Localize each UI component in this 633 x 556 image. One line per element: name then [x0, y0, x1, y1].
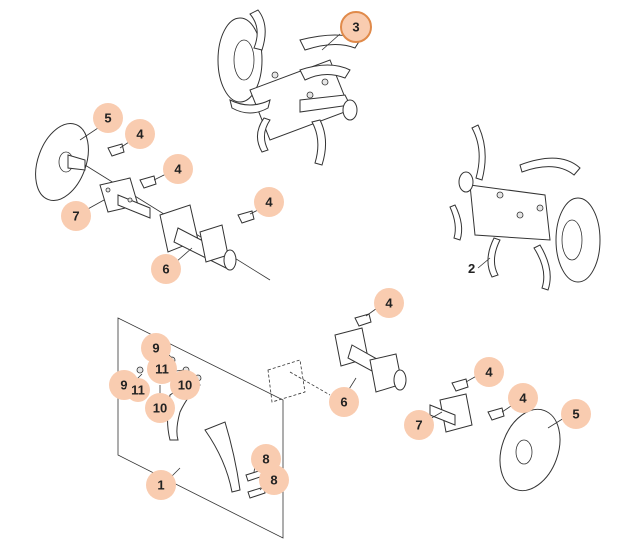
hub-ghost	[267, 359, 331, 403]
disc-right	[499, 408, 561, 492]
svg-text:10: 10	[153, 401, 167, 416]
clip-4b	[139, 175, 157, 189]
svg-text:1: 1	[157, 478, 164, 493]
svg-text:4: 4	[265, 195, 273, 210]
tine-assembly-top	[217, 9, 361, 166]
svg-text:4: 4	[385, 296, 393, 311]
callout-6-right[interactable]: 6	[329, 387, 359, 417]
clip-4f	[487, 407, 505, 421]
callout-5-left[interactable]: 5	[93, 103, 123, 133]
svg-text:8: 8	[270, 473, 277, 488]
callout-4-d[interactable]: 4	[374, 288, 404, 318]
callout-4-a[interactable]: 4	[125, 119, 155, 149]
callout-10-right[interactable]: 10	[170, 370, 200, 400]
disc-left	[35, 123, 89, 201]
svg-text:11: 11	[155, 362, 169, 377]
callout-7-left[interactable]: 7	[61, 201, 91, 231]
callout-3[interactable]: 3	[340, 11, 372, 43]
svg-text:2: 2	[468, 261, 475, 276]
svg-text:9: 9	[120, 378, 127, 393]
callout-6-left[interactable]: 6	[151, 254, 181, 284]
shaft-left	[159, 204, 237, 271]
shaft-right	[334, 327, 407, 393]
svg-text:5: 5	[104, 111, 111, 126]
svg-text:7: 7	[415, 418, 422, 433]
svg-text:7: 7	[72, 209, 79, 224]
svg-text:4: 4	[485, 365, 493, 380]
callout-4-e[interactable]: 4	[474, 357, 504, 387]
clip-4a	[107, 143, 125, 157]
svg-text:6: 6	[340, 395, 347, 410]
tine-assembly-right	[449, 124, 601, 291]
label-2: 2	[468, 261, 475, 276]
callout-11-upper[interactable]: 11	[147, 354, 177, 384]
callout-7-right[interactable]: 7	[404, 410, 434, 440]
svg-text:11: 11	[131, 383, 145, 398]
callout-4-c[interactable]: 4	[254, 187, 284, 217]
svg-text:8: 8	[262, 452, 269, 467]
svg-text:4: 4	[174, 162, 182, 177]
callout-5-right[interactable]: 5	[561, 399, 591, 429]
callout-1[interactable]: 1	[146, 470, 176, 500]
callout-10-lower[interactable]: 10	[145, 393, 175, 423]
clip-4e	[451, 378, 469, 392]
svg-text:6: 6	[162, 262, 169, 277]
callout-4-b[interactable]: 4	[163, 154, 193, 184]
svg-text:4: 4	[519, 391, 527, 406]
svg-text:9: 9	[152, 341, 159, 356]
flange-left	[99, 177, 151, 219]
flange-right	[429, 393, 473, 433]
svg-text:10: 10	[178, 378, 192, 393]
callout-11-lower[interactable]: 11	[126, 378, 150, 402]
svg-text:3: 3	[352, 20, 359, 35]
callout-4-f[interactable]: 4	[508, 383, 538, 413]
callout-8-lower[interactable]: 8	[259, 465, 289, 495]
svg-text:5: 5	[572, 407, 579, 422]
clip-4d	[354, 313, 372, 327]
svg-text:4: 4	[136, 127, 144, 142]
